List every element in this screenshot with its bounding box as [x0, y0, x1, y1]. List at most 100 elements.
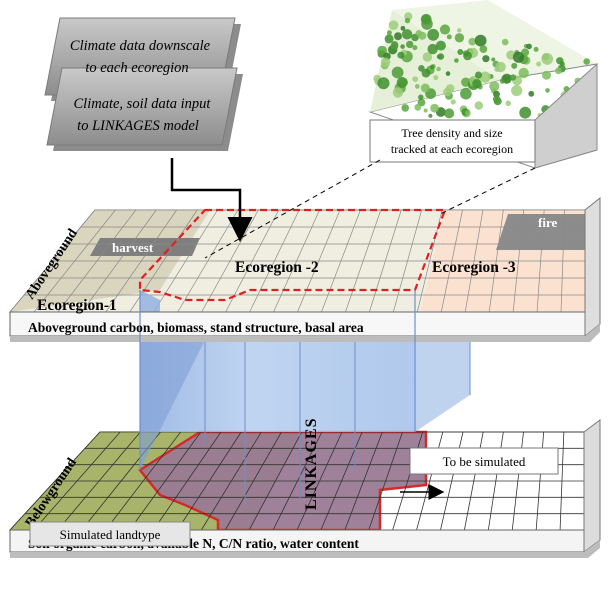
tree-crown — [475, 71, 482, 79]
tree-crown — [495, 61, 506, 73]
tree-crown — [414, 84, 420, 89]
tree-crown — [423, 108, 428, 113]
tree-crown — [394, 32, 402, 41]
ecoregion2-outline — [138, 208, 447, 302]
tree-crown — [472, 79, 482, 89]
tree-crown — [479, 71, 491, 83]
tree-caption-line1: Tree density and size — [401, 126, 502, 140]
tree-crown — [435, 40, 446, 51]
tree-crown — [528, 90, 535, 97]
tree-crown — [433, 75, 439, 81]
fire-label: fire — [538, 215, 557, 230]
tree-crown — [388, 20, 399, 31]
harvest-label: harvest — [112, 240, 154, 255]
tree-crown — [400, 25, 406, 31]
tree-crown — [444, 108, 455, 119]
tree-crown — [400, 44, 405, 49]
belowground-bottom-edge — [10, 540, 600, 558]
tree-crown — [437, 53, 445, 60]
tree-crown — [422, 52, 433, 62]
tree-crown — [439, 24, 451, 35]
tree-crown — [420, 13, 432, 25]
tree-crown — [450, 99, 456, 105]
tree-crown — [428, 113, 433, 118]
tree-caption-box — [369, 119, 536, 163]
tree-crown — [427, 43, 438, 55]
tree-caption-line2: tracked at each ecoregion — [391, 142, 513, 156]
tree-crown — [460, 87, 472, 100]
climate-boxes — [44, 17, 243, 151]
tree-crown — [412, 76, 419, 82]
box2 — [46, 67, 238, 146]
aboveground-right-face — [584, 196, 601, 338]
box2-line2: to LINKAGES model — [77, 118, 199, 134]
tree-crown — [414, 103, 422, 111]
tree-crown — [377, 45, 387, 56]
tree-crown — [411, 33, 419, 42]
tree-crown — [430, 103, 439, 113]
tree-crown — [479, 45, 488, 53]
tree-crown — [391, 41, 399, 48]
belowground-labels: To be simulated Simulated landtype — [29, 447, 559, 547]
column-overlap — [140, 290, 160, 312]
box2-line1: Climate, soil data input — [74, 96, 212, 112]
tree-crown — [454, 58, 459, 63]
input-arrow — [170, 158, 253, 242]
tree-crown — [509, 74, 517, 81]
tree-crown — [380, 57, 391, 68]
tree-crown — [511, 85, 523, 97]
tree-crown — [406, 40, 414, 49]
tree-crown — [446, 34, 452, 40]
to-be-simulated-box — [409, 447, 559, 475]
tree-crown — [457, 49, 464, 55]
tree-crown — [506, 75, 511, 80]
tree-crown — [474, 34, 487, 47]
ecoregion1-label: Ecoregion-1 — [37, 297, 117, 314]
tree-crown — [397, 51, 405, 59]
tree-crown — [463, 51, 472, 61]
tree-crown — [545, 88, 550, 93]
tree-crown — [392, 87, 404, 98]
simulated-landtype-box — [29, 521, 191, 547]
tree-crown — [491, 57, 496, 62]
belowground-right-face — [583, 419, 601, 553]
aboveground-front-label: Aboveground carbon, biomass, stand struc… — [28, 320, 364, 335]
box1-line1: Climate data downscale — [70, 38, 211, 54]
tree-crown — [489, 81, 500, 92]
to-be-simulated-label: To be simulated — [443, 454, 526, 469]
tree-crown — [554, 67, 562, 75]
tree-crown — [474, 101, 484, 110]
tree-block — [368, 0, 598, 169]
tree-crown — [500, 78, 505, 84]
tree-crown — [418, 31, 427, 40]
fire-patch — [496, 214, 585, 250]
tree-crown — [482, 55, 490, 63]
tree-crown — [412, 45, 418, 51]
tree-crown — [536, 61, 542, 67]
harvest-patch — [90, 238, 200, 256]
tree-crown — [492, 95, 501, 103]
tree-crown — [377, 77, 390, 90]
tree-crown — [541, 53, 554, 65]
tree-crown — [404, 17, 411, 24]
tree-crown — [583, 58, 590, 65]
tree-crown — [401, 104, 410, 112]
tree-crown — [429, 64, 435, 70]
tree-crown — [418, 94, 424, 100]
tree-crown — [445, 71, 451, 76]
tree-crown — [556, 57, 564, 65]
box1-line2: to each ecoregion — [85, 60, 188, 76]
tree-crown — [457, 28, 462, 33]
tree-crown — [533, 46, 539, 52]
tree-crown — [427, 28, 440, 41]
projection-line-left — [204, 159, 381, 259]
tree-crown — [445, 84, 455, 93]
tree-crown — [464, 110, 470, 116]
tree-crown — [505, 100, 512, 107]
aboveground-bottom-edge — [10, 324, 600, 342]
tree-crown — [542, 70, 551, 80]
tree-crown — [436, 66, 441, 72]
tree-crown — [519, 106, 532, 119]
